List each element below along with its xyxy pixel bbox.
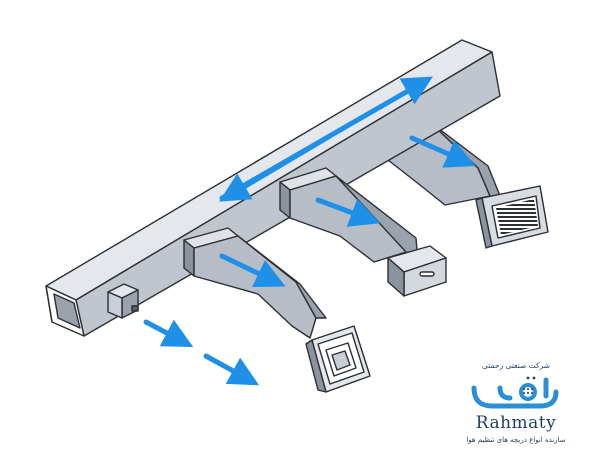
company-name-fa: شرکت صنعتی رحمتی — [482, 361, 550, 370]
logo-dots-icon — [523, 376, 536, 394]
branch-duct-front — [183, 227, 371, 393]
end-cap-damper — [387, 245, 447, 297]
branch-middle-airflow-arrow — [315, 197, 381, 227]
discharge-airflow-arrow-1 — [143, 319, 194, 348]
linear-grille-diffuser — [475, 185, 549, 249]
brand-name-en: Rahmaty — [476, 413, 556, 433]
branch-rear-airflow-arrow — [409, 135, 476, 168]
company-tagline-fa: سازنده انواع دریچه های تنظیم هوا — [466, 436, 565, 444]
branch-front-airflow-arrow — [219, 253, 286, 288]
discharge-airflow-arrow-2 — [203, 353, 260, 386]
square-ceiling-diffuser — [305, 325, 371, 393]
airflow-arrows — [143, 76, 476, 386]
company-logo: شرکت صنعتی رحمتی Rahmaty سازنده انواع در… — [466, 361, 565, 444]
damper-actuator — [107, 283, 139, 319]
logo-mark-icon — [471, 377, 559, 409]
branch-duct-middle — [279, 167, 447, 297]
trunk-airflow-arrow-left — [219, 133, 333, 202]
